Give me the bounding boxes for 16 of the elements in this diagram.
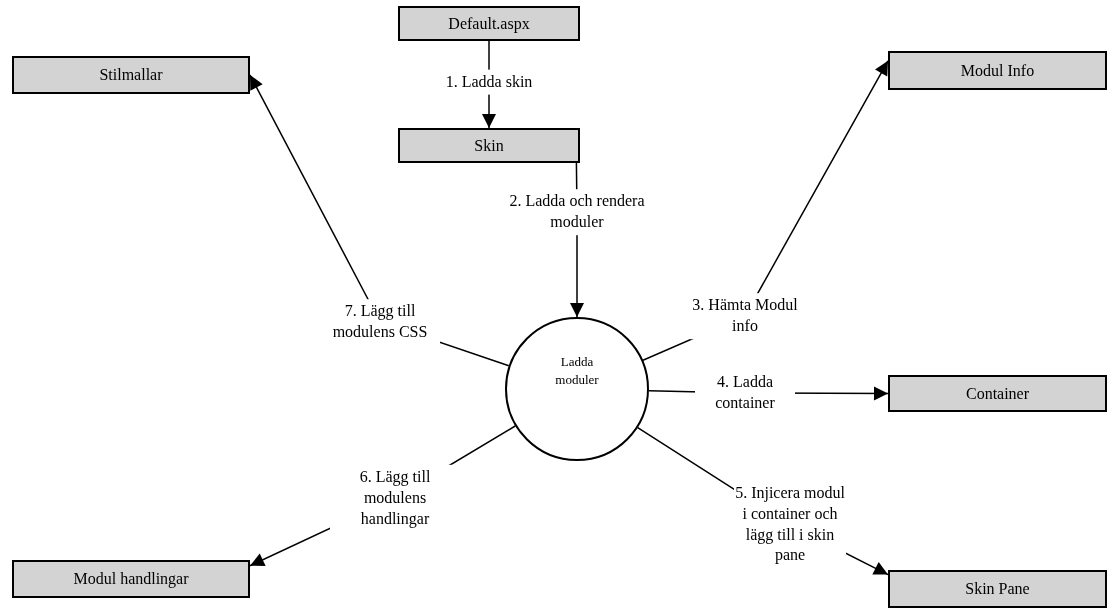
node-label: Stilmallar xyxy=(99,66,163,84)
node-label: Container xyxy=(965,384,1030,403)
node-label: Modul handlingar xyxy=(73,570,189,588)
process-box xyxy=(12,560,250,598)
node-label: Ladda moduler xyxy=(554,353,600,389)
process-box xyxy=(888,375,1107,412)
node-label: Default.aspx xyxy=(448,14,530,33)
process-box xyxy=(888,51,1107,90)
edge-label: 3. Hämta Modul info xyxy=(690,293,800,339)
node-label: Modul Info xyxy=(960,61,1035,80)
process-box xyxy=(398,6,580,41)
node-label: Skin xyxy=(474,136,504,155)
process-box xyxy=(12,56,250,94)
node-label: Skin Pane xyxy=(965,580,1030,598)
process-box xyxy=(888,570,1107,608)
process-box xyxy=(398,128,580,163)
